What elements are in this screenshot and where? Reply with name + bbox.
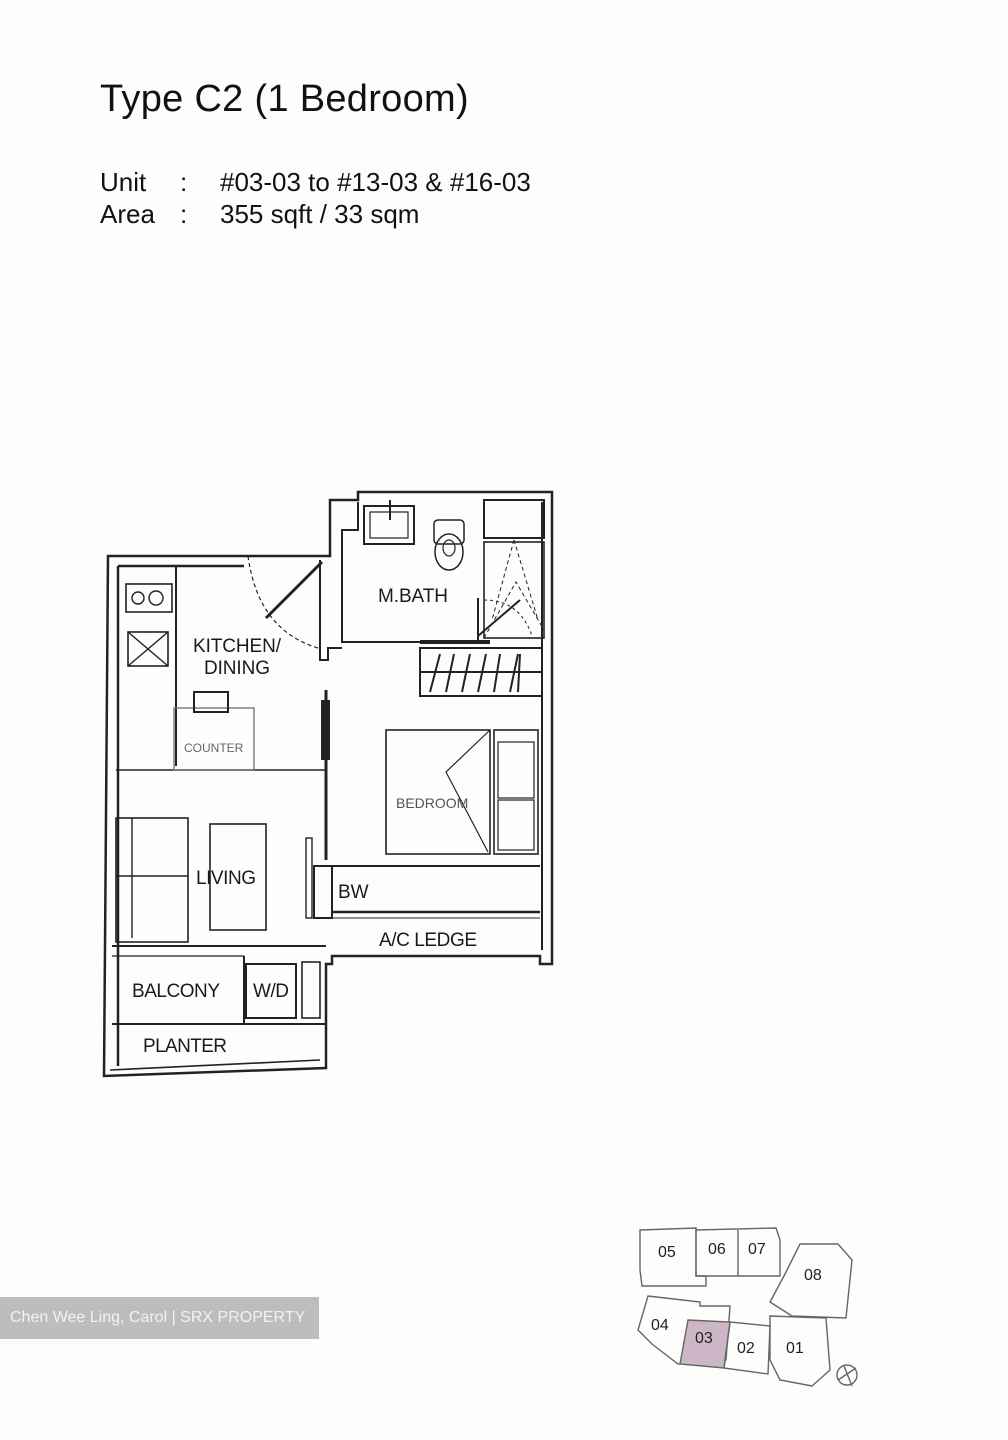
label-balcony: BALCONY [132, 981, 220, 1002]
keyplan-unit-08: 08 [804, 1267, 822, 1284]
keyplan-unit-06: 06 [708, 1241, 726, 1258]
unit-info: Unit : #03-03 to #13-03 & #16-03 Area : … [100, 166, 531, 230]
unit-sep: : [180, 167, 188, 197]
label-ac-ledge: A/C LEDGE [379, 930, 477, 951]
area-label: Area [100, 199, 155, 229]
label-bedroom: BEDROOM [396, 795, 468, 811]
key-plan-labels: 05 06 07 08 04 03 02 01 [651, 1241, 822, 1357]
area-row: Area : 355 sqft / 33 sqm [100, 198, 531, 230]
label-kitchen-1: KITCHEN/ [193, 636, 282, 657]
watermark-banner: Chen Wee Ling, Carol | SRX PROPERTY [0, 1297, 319, 1339]
keyplan-unit-05: 05 [658, 1244, 676, 1261]
label-counter: COUNTER [184, 741, 244, 755]
unit-value: #03-03 to #13-03 & #16-03 [220, 167, 531, 197]
unit-row: Unit : #03-03 to #13-03 & #16-03 [100, 166, 531, 198]
area-sep: : [180, 199, 188, 229]
unit-label: Unit [100, 167, 147, 197]
label-wd: W/D [253, 981, 289, 1002]
label-planter: PLANTER [143, 1036, 227, 1057]
label-living: LIVING [196, 868, 256, 889]
room-labels: KITCHEN/ DINING M.BATH COUNTER LIVING BW… [132, 586, 477, 1057]
keyplan-unit-02: 02 [737, 1340, 755, 1357]
label-kitchen-2: DINING [204, 658, 270, 679]
label-mbath: M.BATH [378, 586, 448, 607]
keyplan-unit-01: 01 [786, 1340, 804, 1357]
key-plan [637, 1227, 858, 1387]
area-value: 355 sqft / 33 sqm [220, 199, 420, 229]
keyplan-unit-04: 04 [651, 1317, 669, 1334]
label-bw: BW [338, 882, 369, 903]
keyplan-unit-07: 07 [748, 1241, 766, 1258]
keyplan-unit-03: 03 [695, 1330, 713, 1347]
plan-title: Type C2 (1 Bedroom) [100, 78, 469, 120]
